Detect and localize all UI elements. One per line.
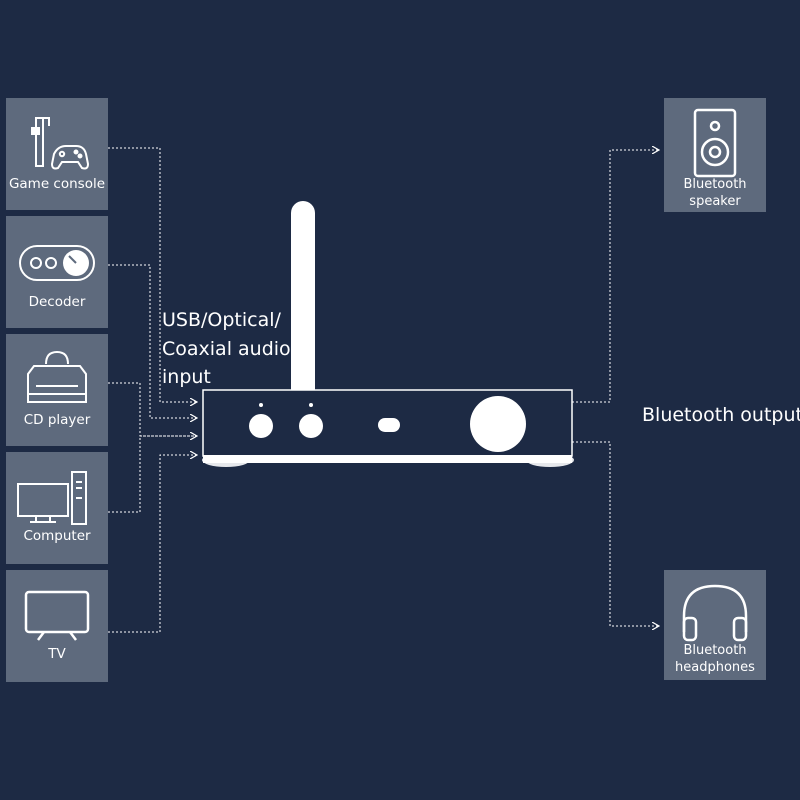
cd-player-icon: [27, 350, 87, 403]
output-device-speaker: Bluetooth speaker: [664, 98, 766, 212]
speaker-icon: [693, 108, 737, 178]
wire-game-console: [108, 147, 196, 402]
button-left: [249, 414, 273, 438]
indicator-led-right: [309, 403, 313, 407]
tv-icon: [24, 590, 90, 641]
cd-player-label: CD player: [23, 412, 91, 428]
wire-tv: [108, 455, 196, 633]
input-device-cd-player: CD player: [6, 334, 108, 446]
indicator-led-left: [259, 403, 263, 407]
game-console-label: Game console: [8, 176, 106, 192]
usb-slot: [378, 418, 400, 432]
headphones-label: Bluetooth headphones: [675, 643, 755, 675]
antenna: [291, 201, 315, 401]
wire-speaker: [572, 150, 658, 403]
computer-label: Computer: [23, 528, 91, 544]
input-device-game-console: Game console: [6, 98, 108, 210]
input-device-decoder: Decoder: [6, 216, 108, 328]
tv-label: TV: [48, 646, 66, 662]
speaker-label: Bluetooth speaker: [683, 177, 747, 209]
input-connection-label: USB/Optical/ Coaxial audio input: [162, 309, 291, 388]
input-device-computer: Computer: [6, 452, 108, 564]
output-device-headphones: Bluetooth headphones: [664, 570, 766, 680]
decoder-label: Decoder: [28, 294, 86, 310]
button-right: [299, 414, 323, 438]
wire-decoder: [108, 264, 196, 418]
game-console-icon: [31, 117, 90, 170]
input-device-tv: TV: [6, 570, 108, 682]
computer-icon: [17, 471, 87, 525]
wire-headphones: [572, 441, 658, 626]
device-base: [203, 455, 572, 463]
output-connection-label: Bluetooth output: [642, 404, 800, 426]
wire-computer: [108, 436, 141, 513]
volume-knob: [470, 396, 526, 452]
decoder-icon: [19, 245, 95, 281]
headphones-icon: [682, 584, 748, 642]
